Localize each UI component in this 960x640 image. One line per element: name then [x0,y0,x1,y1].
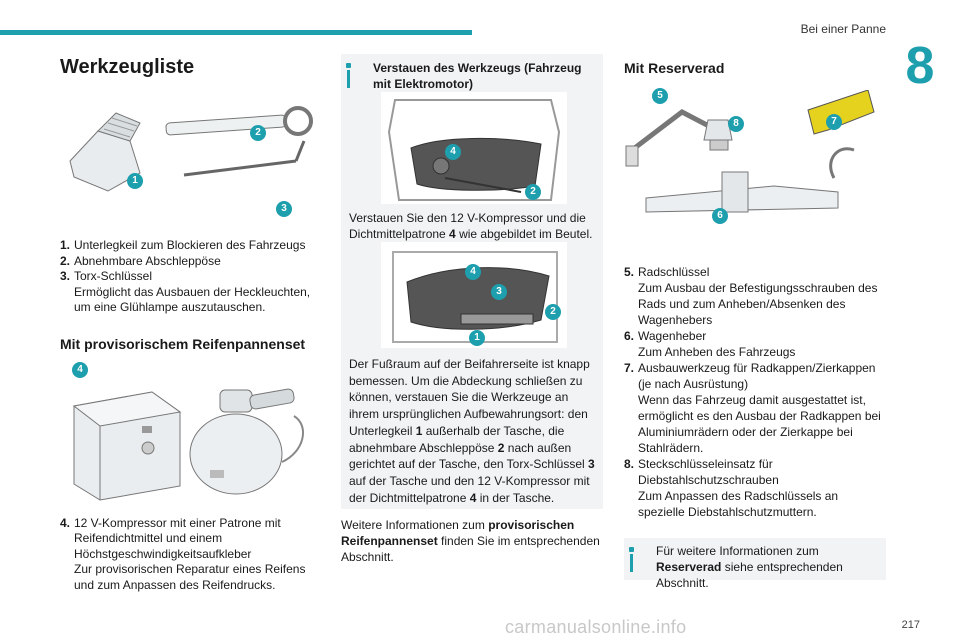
column-storage: Verstauen des Werkzeugs (Fahrzeug mit El… [341,54,603,565]
callout-7: 7 [826,114,842,130]
list-item: 4. 12 V-Kompressor mit einer Patrone mit… [60,515,306,592]
header-accent-bar [0,30,472,35]
heading-werkzeugliste: Werkzeugliste [60,56,195,78]
info-icon-dot [346,63,351,68]
figure-bag-b: 4 3 2 1 [381,242,567,348]
callout-4: 4 [465,264,481,280]
spare-info-text: Für weitere Informationen zum Reserverad… [656,544,843,590]
callout-1: 1 [127,173,143,189]
info-icon-dot [629,547,634,552]
callout-6: 6 [712,208,728,224]
reference-paragraph: Weitere Informationen zum provisorischen… [341,518,600,564]
callout-1: 1 [469,330,485,346]
list-item: 8. Steckschlüsseleinsatz für Diebstahlsc… [624,457,839,519]
bag-illustration-a [387,99,561,201]
callout-4: 4 [445,144,461,160]
list-item: 2. Abnehmbare Abschleppöse [60,253,221,268]
figure-bag-a: 4 2 [381,92,567,204]
chapter-number: 8 [905,37,935,95]
storage-paragraph-1: Verstauen Sie den 12 V-Kompressor und di… [349,211,593,241]
callout-8: 8 [728,116,744,132]
bag-illustration-b [392,251,558,343]
compressor-illustration [72,388,304,501]
storage-paragraph-2: Der Fußraum auf der Beifahrerseite ist k… [349,357,595,505]
callout-2: 2 [545,304,561,320]
info-icon [630,554,633,572]
watermark: carmanualsonline.info [505,617,687,637]
section-title: Bei einer Panne [800,22,886,36]
info-icon [347,70,350,88]
figure-tools-1-3: 2 1 3 [60,91,322,217]
figure-compressor: 4 [60,361,322,506]
callout-5: 5 [652,88,668,104]
tool-list: 1. Unterlegkeil zum Blockieren des Fahrz… [60,238,322,316]
callout-2: 2 [250,125,266,141]
callout-3: 3 [491,284,507,300]
callout-2: 2 [525,184,541,200]
callout-3: 3 [276,201,292,217]
list-item: 1. Unterlegkeil zum Blockieren des Fahrz… [60,238,306,252]
tools-illustration [69,106,313,192]
spare-tools-illustration [625,89,875,213]
spare-info-box: Für weitere Informationen zum Reserverad… [624,538,886,590]
heading-reifenpannenset: Mit provisorischem Reifenpannenset [60,335,306,352]
storage-title: Verstauen des Werkzeugs (Fahrzeug mit El… [373,61,582,91]
column-tool-list: Werkzeugliste 2 1 3 1. Unterlegkeil zum … [60,50,322,593]
heading-reserverad: Mit Reserverad [624,60,725,76]
kit-list: 4. 12 V-Kompressor mit einer Patrone mit… [60,516,322,594]
storage-info-box: Verstauen des Werkzeugs (Fahrzeug mit El… [341,54,603,509]
callout-4: 4 [72,361,88,378]
page-number: 217 [901,619,920,631]
figure-spare-tools: 5 8 7 6 [624,88,886,240]
list-item: 7. Ausbauwerkzeug für Radkappen/Zierkapp… [624,361,881,455]
